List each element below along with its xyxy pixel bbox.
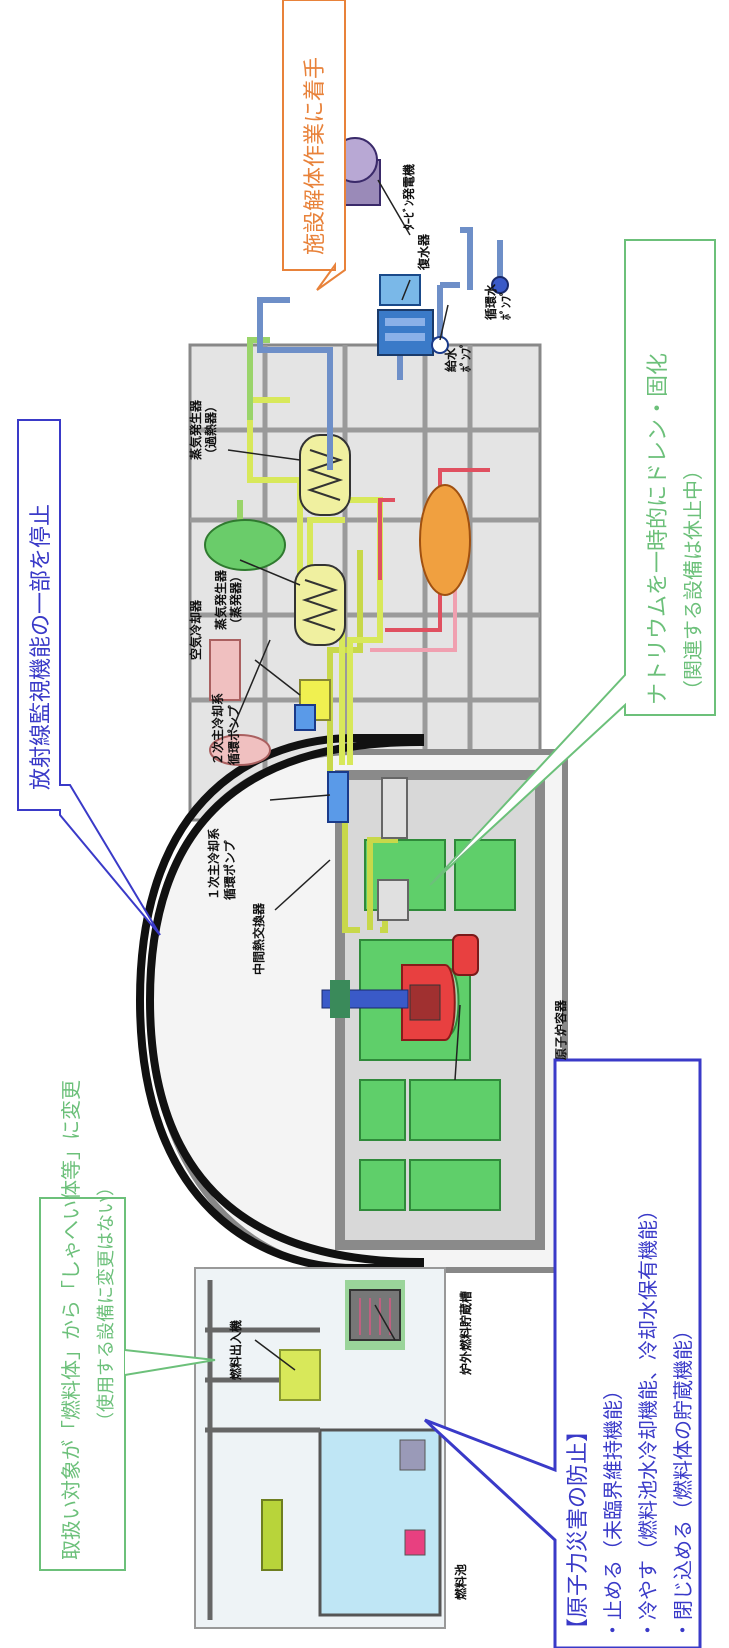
condenser-label: 復水器: [416, 233, 431, 271]
ihx-label: 中間熱交換器: [251, 902, 266, 975]
fuel-building: [194, 1267, 446, 1629]
reactor-vessel-shape: [321, 934, 479, 1041]
fuel-text-2: （使用する設備に変更はない）: [96, 1178, 117, 1430]
feedwater-pump-label-2: ﾎﾟﾝﾌﾟ: [458, 342, 473, 372]
sg-evaporator-label-2: （蒸発器）: [228, 570, 243, 630]
disaster-item-2: ・冷やす（燃料池水冷却機能、冷却水保有機能）: [636, 1200, 660, 1640]
sg-superheater-label-2: （過熱器）: [203, 400, 218, 460]
callout-radiation: [17, 419, 161, 936]
disaster-item-1: ・止める（未臨界維持機能）: [601, 1380, 625, 1640]
callout-sodium: [429, 239, 716, 886]
sg-evaporator-label-1: 蒸気発生器: [213, 569, 228, 630]
disaster-item-3: ・閉じ込める（燃料体の貯蔵機能）: [671, 1320, 695, 1640]
circulating-pump-label-1: 循環水: [483, 283, 498, 320]
reactor-vessel-label: 原子炉容器: [553, 999, 568, 1060]
sodium-text-2: （関連する設備は休止中）: [681, 460, 705, 700]
hot-lines: [378, 468, 490, 632]
tank-shape: [419, 484, 471, 596]
turbine-generator-label: ﾀｰﾋﾞﾝ発電機: [401, 164, 416, 230]
primary-pump-label-2: 循環ポンプ: [222, 839, 237, 900]
disaster-title: 【原子力災害の防止】: [566, 1420, 591, 1640]
air-cooler-label: 空気冷却器: [188, 599, 203, 660]
secondary-pump-label-1: ２次主冷却系: [210, 693, 225, 765]
leader-lines: [227, 179, 461, 1371]
fuel-handling-label: 燃料出入機: [228, 1320, 243, 1380]
callout-disaster: [423, 1058, 702, 1648]
feedwater-pump-label-1: 給水: [443, 347, 458, 372]
callout-dismantling: [282, 0, 346, 291]
circulating-pump-label-2: ﾎﾟﾝﾌﾟ: [498, 290, 513, 320]
dismantling-text: 施設解体作業に着手: [303, 57, 328, 255]
sg-superheater-label-1: 蒸気発生器: [188, 399, 203, 460]
callout-fuel: [39, 1197, 216, 1571]
fuel-text-1: 取扱い対象が「燃料体」から「しゃへい体等」に変更: [59, 1080, 83, 1560]
sodium-text-1: ナトリウムを一時的にドレン・固化: [646, 353, 671, 705]
water-loop: [257, 227, 503, 470]
radiation-text: 放射線監視機能の一部を停止: [29, 504, 54, 790]
exvessel-storage-label: 炉外燃料貯蔵槽: [458, 1291, 473, 1375]
secondary-pump-label-2: 循環ポンプ: [226, 704, 241, 765]
fuel-pool-label: 燃料池: [453, 1564, 468, 1600]
steam-generators: [204, 434, 351, 766]
primary-pump-label-1: １次主冷却系: [206, 828, 221, 900]
